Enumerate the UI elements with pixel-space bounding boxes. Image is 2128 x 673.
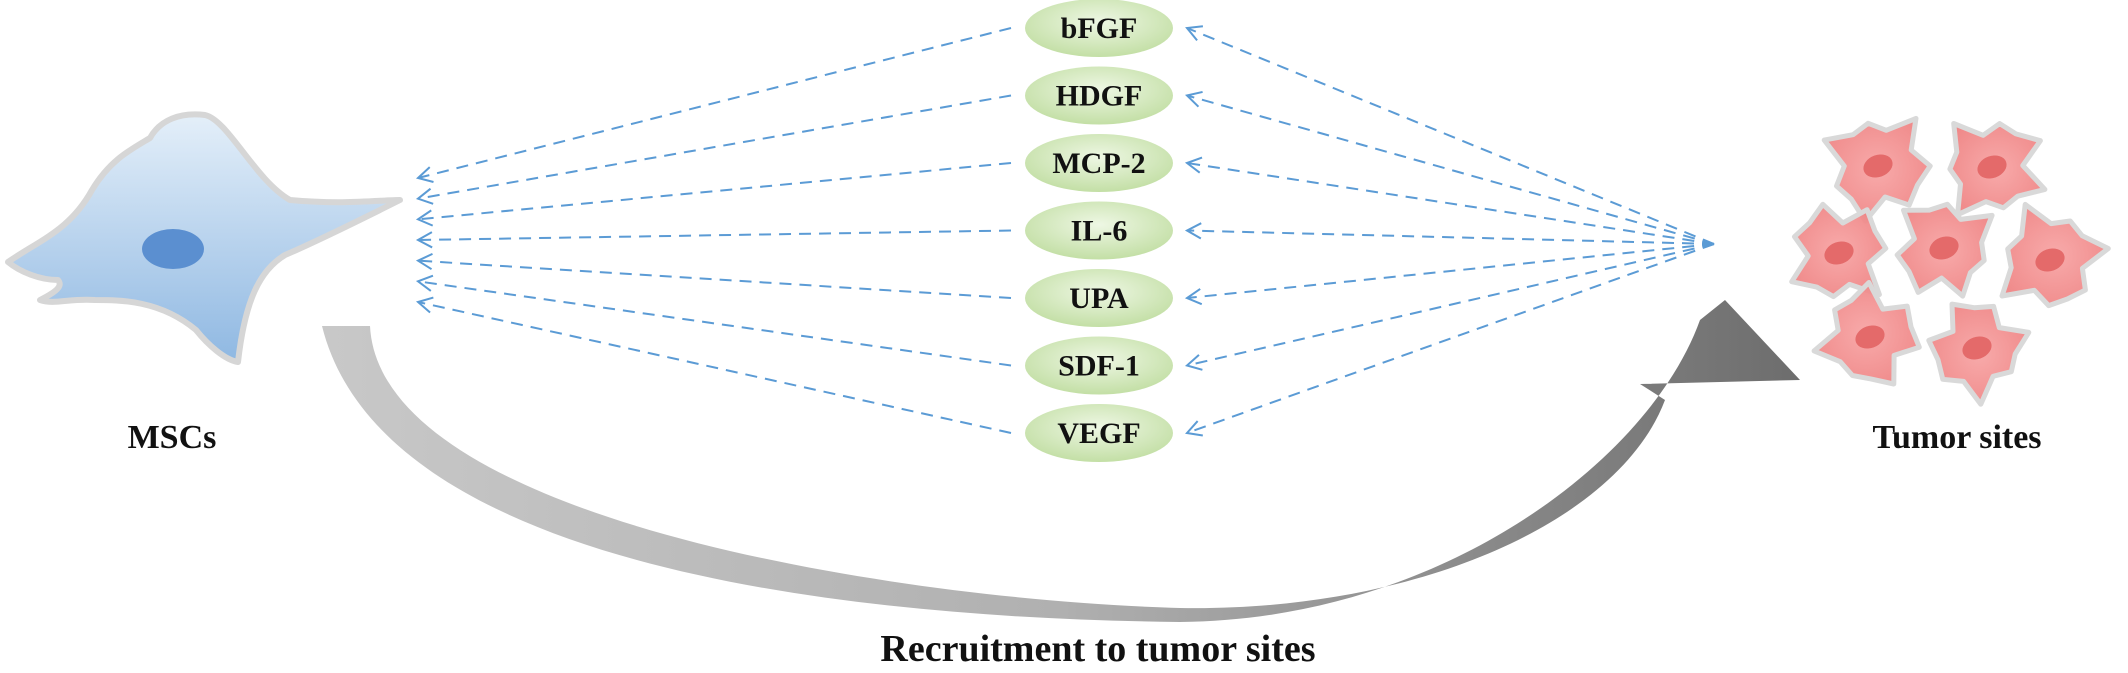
arrowhead-sdf-1-in <box>1184 354 1203 371</box>
arrowhead-vegf-in <box>1185 420 1203 437</box>
factor-ellipse <box>1025 134 1173 192</box>
tumor-nucleus <box>2035 248 2065 272</box>
arrowhead-sdf-1-out <box>415 274 434 292</box>
factor-label: UPA <box>1069 282 1129 315</box>
arrowhead-upa-in <box>1184 288 1203 306</box>
arrow-vegf-to-msc <box>417 301 1012 434</box>
arrow-upa-to-msc <box>417 259 1012 299</box>
arrowhead-vegf-out <box>415 296 434 314</box>
arrow-tumor-to-vegf <box>1186 243 1715 434</box>
factor-il-6: IL-6 <box>1025 201 1173 260</box>
arrowhead-upa-out <box>415 252 433 271</box>
recruitment-arrow <box>322 300 1800 622</box>
arrow-tumor-to-mcp-2 <box>1186 162 1715 245</box>
arrowhead-hdgf-in <box>1184 90 1203 108</box>
factor-mcp-2: MCP-2 <box>1025 134 1173 192</box>
arrow-bfgf-to-msc <box>417 27 1012 179</box>
tumor-nucleus <box>1929 236 1959 260</box>
arrowhead-mcp-2-in <box>1184 156 1203 174</box>
arrow-tumor-to-hdgf <box>1186 94 1715 245</box>
factor-ellipse <box>1025 269 1173 327</box>
arrow-tumor-to-il-6 <box>1186 229 1715 245</box>
factor-bfgf: bFGF <box>1025 0 1173 57</box>
factor-ellipse <box>1025 404 1173 462</box>
arrow-tumor-to-sdf-1 <box>1186 243 1715 367</box>
arrow-il-6-to-msc <box>417 229 1012 241</box>
factor-label: VEGF <box>1057 417 1140 450</box>
tumor-cluster <box>1789 115 2111 407</box>
arrow-tumor-to-upa <box>1186 243 1715 299</box>
arrowhead-mcp-2-out <box>415 209 434 227</box>
arrowhead-il-6-out <box>415 231 433 249</box>
factor-ellipse <box>1025 201 1173 260</box>
msc-nucleus <box>142 229 204 269</box>
arrowhead-hdgf-out <box>415 187 434 205</box>
signaling-arrows <box>415 25 1715 437</box>
arrowhead-bfgf-in <box>1185 25 1204 42</box>
factor-label: bFGF <box>1061 12 1138 45</box>
tumor-nucleus <box>1824 241 1854 265</box>
tumor-nucleus <box>1977 155 2007 179</box>
arrow-sdf-1-to-msc <box>417 280 1012 367</box>
factor-sdf-1: SDF-1 <box>1025 336 1173 395</box>
factor-vegf: VEGF <box>1025 404 1173 462</box>
factor-label: IL-6 <box>1071 215 1128 248</box>
tumor-label: Tumor sites <box>1872 419 2041 456</box>
msc-cell <box>5 111 403 365</box>
factor-upa: UPA <box>1025 269 1173 327</box>
factor-label: MCP-2 <box>1052 147 1145 180</box>
factor-label: SDF-1 <box>1058 350 1140 383</box>
arrowhead-il-6-in <box>1184 222 1202 240</box>
arrow-mcp-2-to-msc <box>417 162 1012 221</box>
factor-ellipse <box>1025 66 1173 125</box>
arrow-tumor-to-bfgf <box>1186 27 1715 245</box>
arrow-hdgf-to-msc <box>417 94 1012 200</box>
tumor-nucleus <box>1962 336 1992 360</box>
recruitment-caption: Recruitment to tumor sites <box>880 628 1315 670</box>
factor-ellipse <box>1025 0 1173 57</box>
msc-label: MSCs <box>128 419 217 456</box>
factor-label: HDGF <box>1056 80 1143 113</box>
factor-hdgf: HDGF <box>1025 66 1173 125</box>
factor-ellipse <box>1025 336 1173 395</box>
tumor-nucleus <box>1855 325 1885 349</box>
arrowhead-bfgf-out <box>415 166 434 183</box>
tumor-nucleus <box>1863 154 1893 178</box>
